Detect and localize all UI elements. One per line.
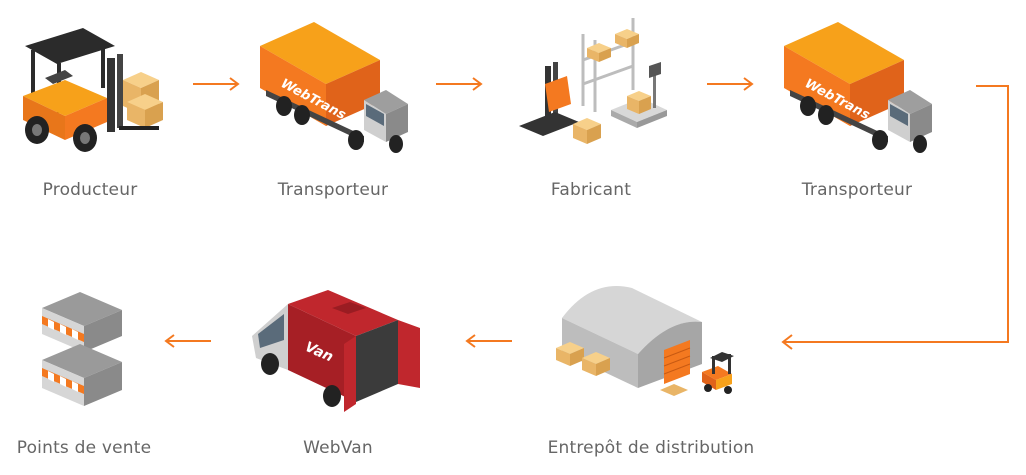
- arrow-left-icon: [164, 334, 211, 348]
- step-transporteur-2: WebTrans: [780, 16, 940, 156]
- step-label-webvan: WebVan: [303, 438, 373, 458]
- step-webvan: Van: [248, 284, 428, 424]
- step-label-producteur: Producteur: [42, 180, 138, 200]
- arrow-right-icon: [436, 77, 483, 91]
- arrow-right-icon: [707, 77, 754, 91]
- step-transporteur-1: WebTrans: [256, 16, 416, 156]
- truck-icon: WebTrans: [260, 22, 408, 153]
- step-label-points-de-vente: Points de vente: [16, 438, 152, 458]
- stores-icon: [42, 292, 122, 406]
- arrow-right-icon: [193, 77, 240, 91]
- warehouse-racks-icon: [519, 18, 667, 144]
- step-label-entrepot: Entrepôt de distribution: [547, 438, 755, 458]
- step-fabricant: [515, 14, 675, 154]
- step-label-fabricant: Fabricant: [550, 180, 632, 200]
- van-icon: Van: [252, 290, 420, 412]
- step-label-transporteur-1: Transporteur: [277, 180, 389, 200]
- arrow-left-icon: [465, 334, 512, 348]
- forklift-icon: [23, 28, 163, 152]
- connector-line: [781, 85, 1009, 350]
- step-entrepot: [552, 278, 752, 408]
- truck-icon: WebTrans: [784, 22, 932, 153]
- step-producteur: [15, 18, 165, 153]
- step-label-transporteur-2: Transporteur: [801, 180, 913, 200]
- step-points-de-vente: [32, 286, 132, 416]
- distribution-warehouse-icon: [556, 286, 734, 396]
